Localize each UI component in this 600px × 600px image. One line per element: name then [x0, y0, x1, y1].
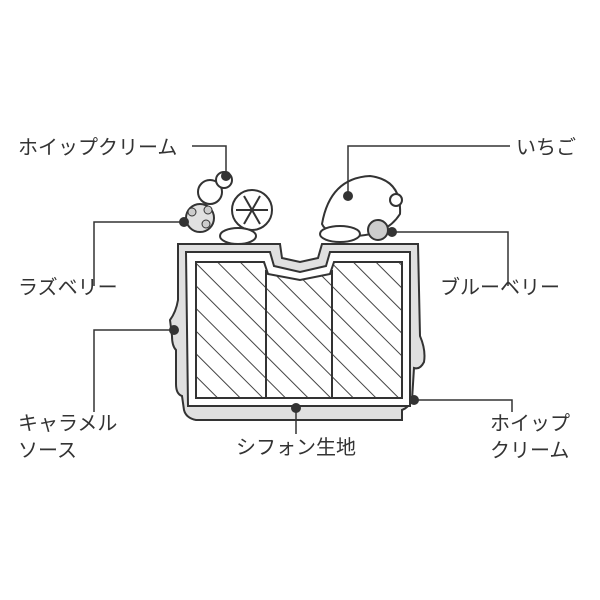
- label-chiffon-sponge: シフォン生地: [236, 435, 356, 459]
- leader-whipped-cream-side: [414, 399, 513, 412]
- toppings-left: [185, 171, 273, 245]
- leader-whipped-cream-top: [192, 145, 227, 172]
- leader-lines: [93, 145, 513, 434]
- cake-body: [168, 243, 426, 421]
- label-whipped-cream-side-line1: ホイップ: [490, 411, 570, 435]
- label-caramel-sauce: キャラメル ソース: [18, 410, 117, 464]
- blueberry-icon: [367, 219, 389, 241]
- chiffon-sponge: [195, 261, 403, 399]
- label-whipped-cream-side-line2: クリーム: [490, 438, 570, 462]
- leader-strawberry: [347, 145, 510, 196]
- label-whipped-cream-top: ホイップクリーム: [18, 135, 178, 159]
- leader-blueberry: [392, 231, 509, 286]
- label-strawberry: いちご: [516, 135, 576, 159]
- label-blueberry: ブルーベリー: [440, 275, 560, 299]
- label-raspberry: ラズベリー: [18, 275, 118, 299]
- cream-base-left: [219, 227, 257, 245]
- label-caramel-sauce-line2: ソース: [18, 438, 77, 462]
- leader-raspberry: [93, 221, 184, 286]
- leader-caramel-sauce: [93, 329, 174, 412]
- leader-dots: [169, 171, 419, 413]
- whipped-cream-swirl: [197, 179, 223, 205]
- cream-base-right: [319, 225, 361, 243]
- label-whipped-cream-side: ホイップ クリーム: [490, 410, 570, 464]
- toppings-right: [319, 174, 403, 243]
- snowflake-icon: [231, 189, 273, 231]
- label-caramel-sauce-line1: キャラメル: [18, 411, 118, 435]
